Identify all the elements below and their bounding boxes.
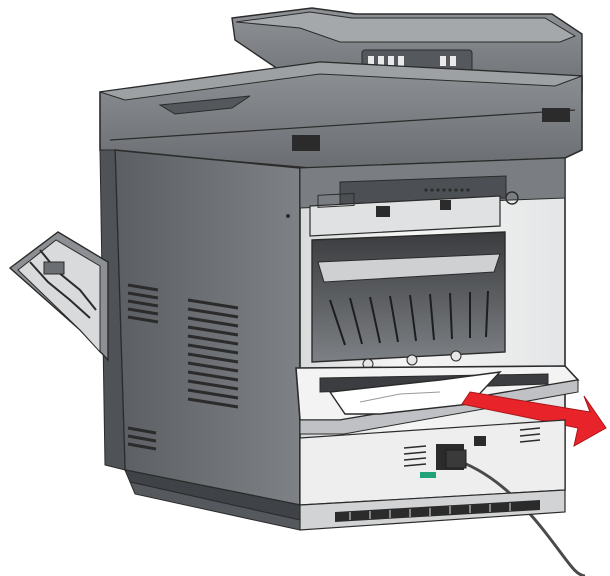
printer-left-side [99, 149, 301, 521]
open-side-door [8, 231, 109, 362]
scanner-body [99, 61, 583, 169]
pull-direction-arrow-icon [461, 391, 607, 447]
printer-base [129, 481, 566, 531]
rear-cavity [311, 231, 506, 370]
power-cord-icon [445, 449, 586, 576]
